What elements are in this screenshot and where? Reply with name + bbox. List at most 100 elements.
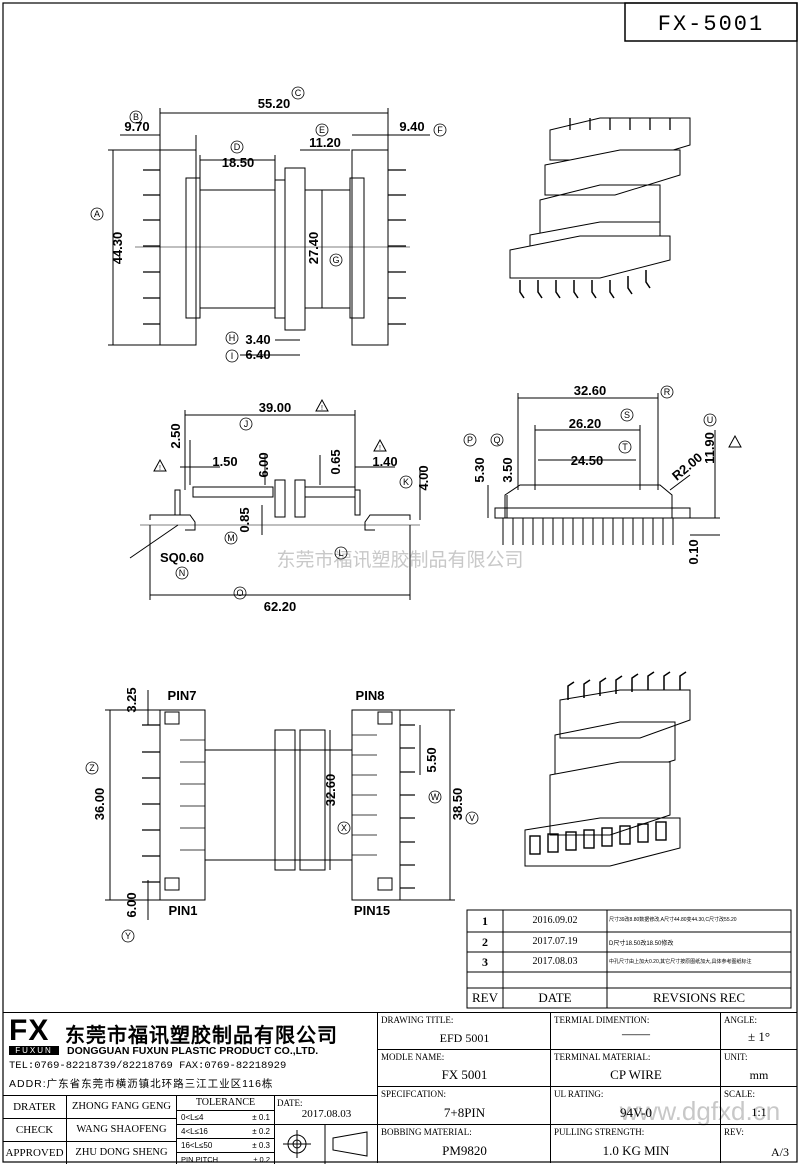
tolerance-label: TOLERANCE	[177, 1096, 274, 1111]
label-R: R	[664, 387, 671, 397]
dim-side-top-left: 2.50	[168, 423, 183, 448]
label-F: F	[437, 125, 443, 135]
model-label: MODLE NAME:	[381, 1052, 445, 1062]
warning-triangles: ! ! !	[153, 398, 742, 472]
pin8-label: PIN8	[356, 688, 385, 703]
dim-I: 6.40	[245, 347, 270, 362]
label-G: G	[332, 255, 339, 265]
dim-F: 9.40	[399, 119, 424, 134]
dim-P: 5.30	[472, 457, 487, 482]
terminal-dim-label: TERMIAL DIMENTION:	[554, 1015, 650, 1025]
revision-row-1: 1 2016.09.02 尺寸39改8.80数据修改,A尺寸44.80变44.3…	[467, 910, 791, 932]
label-Z: Z	[89, 763, 95, 773]
tolerance-table: TOLERANCE 0<L≤4 ± 0.1 4<L≤16 ± 0.2 16<L≤…	[177, 1096, 275, 1164]
dim-Z: 36.00	[92, 788, 107, 821]
label-L: L	[338, 548, 343, 558]
unit-value: mm	[749, 1068, 769, 1082]
dim-C: 55.20	[258, 96, 291, 111]
dim-tol: 0.10	[686, 539, 701, 564]
tol-range: 0<L≤4	[181, 1113, 204, 1122]
date-block: DATE: 2017.08.03	[275, 1096, 378, 1164]
dim-W: 5.50	[424, 747, 439, 772]
drater-label: DRATER	[3, 1096, 66, 1119]
rev-header-date: DATE	[538, 990, 572, 1005]
rev-label: REV:	[724, 1127, 744, 1137]
warning-mark-3: !	[159, 465, 161, 472]
label-N: N	[179, 568, 186, 578]
company-logo: FX FUXUN	[9, 1014, 61, 1057]
dim-G: 27.40	[306, 232, 321, 265]
label-P: P	[467, 435, 473, 445]
rev-desc: D尺寸18.50改18.50修改	[609, 941, 674, 947]
warning-mark-1: !	[321, 405, 323, 412]
label-B: B	[133, 112, 139, 122]
rev-date: 2017.07.19	[532, 936, 578, 947]
balloon-labels-side: J K L M N O	[175, 417, 413, 600]
dim-Q: 3.50	[500, 457, 515, 482]
rev-desc: 中孔尺寸由上加大0.20,其它尺寸按原图纸加大,具体参考图纸标注	[609, 959, 752, 965]
label-T: T	[622, 442, 628, 452]
tol-range: PIN PITCH	[181, 1155, 219, 1164]
balloon-labels-bottom: Z X W V Y	[85, 761, 479, 943]
rev-number: 3	[482, 955, 488, 969]
dim-M: 0.85	[237, 507, 252, 532]
dim-side-right-gap: 1.40	[372, 454, 397, 469]
tol-range: 4<L≤16	[181, 1127, 208, 1136]
dim-Y: 6.00	[124, 892, 139, 917]
warning-mark-2: !	[379, 445, 381, 452]
label-M: M	[227, 533, 235, 543]
label-C: C	[295, 88, 302, 98]
logo-sub: FUXUN	[9, 1046, 59, 1055]
revision-row-2: 2 2017.07.19 D尺寸18.50改18.50修改	[467, 932, 791, 952]
approved-name: ZHU DONG SHENG	[75, 1147, 168, 1158]
logo-text: FX	[9, 1014, 50, 1047]
rev-desc: 尺寸39改8.80数据修改,A尺寸44.80变44.30,C尺寸改55.20	[609, 917, 737, 923]
ul-label: UL RATING:	[554, 1089, 604, 1099]
pin1-label: PIN1	[169, 903, 198, 918]
part-number: FX-5001	[658, 12, 764, 37]
terminal-dim: ——	[622, 1027, 650, 1042]
tol-val: ± 0.1	[252, 1113, 270, 1122]
label-J: J	[244, 419, 249, 429]
top-view	[108, 108, 430, 356]
rev-value: A/3	[771, 1145, 789, 1159]
tolerance-row: PIN PITCH ± 0.2	[177, 1153, 274, 1166]
tol-range: 16<L≤50	[181, 1141, 213, 1150]
pulling-strength: 1.0 KG MIN	[602, 1143, 670, 1158]
dim-side-left-gap: 1.50	[212, 454, 237, 469]
angle-value: ± 1°	[747, 1029, 771, 1044]
drawing-title: EFD 5001	[439, 1031, 490, 1045]
dim-D: 18.50	[222, 155, 255, 170]
ul-value: 94V-0	[619, 1105, 653, 1120]
check-label: CHECK	[3, 1119, 66, 1142]
angle-label: ANGLE:	[724, 1015, 757, 1025]
pulling-strength-label: PULLING STRENGTH:	[554, 1127, 645, 1137]
drawing-title-label: DRAWING TITLE:	[381, 1015, 454, 1025]
projection-symbol-icon	[283, 1124, 368, 1164]
label-U: U	[707, 415, 714, 425]
tol-val: ± 0.2	[253, 1155, 270, 1164]
rev-date: 2017.08.03	[532, 956, 578, 967]
spec-value: 7+8PIN	[443, 1105, 486, 1120]
dim-radius: R2.00	[669, 450, 705, 484]
check-name: WANG SHAOFENG	[67, 1119, 176, 1142]
label-H: H	[229, 333, 236, 343]
watermark-url: www.dgfxd.cn	[619, 1096, 780, 1126]
label-I: I	[231, 351, 234, 361]
spec-grid: DRAWING TITLE: EFD 5001 TERMIAL DIMENTIO…	[378, 1013, 797, 1163]
dim-N: SQ0.60	[160, 550, 204, 565]
label-X: X	[341, 823, 347, 833]
dim-side-mid: 0.65	[328, 449, 343, 474]
watermark-text: 东莞市福讯塑胶制品有限公司	[276, 549, 523, 571]
approval-block: DRATER CHECK APPROVED ZHONG FANG GENG WA…	[3, 1095, 378, 1164]
label-Y: Y	[125, 931, 131, 941]
dim-B: 9.70	[124, 119, 149, 134]
tolerance-row: 16<L≤50 ± 0.3	[177, 1139, 274, 1153]
company-name-en: DONGGUAN FUXUN PLASTIC PRODUCT CO.,LTD.	[67, 1045, 319, 1057]
approved-label: APPROVED	[5, 1147, 64, 1159]
dim-O: 62.20	[264, 599, 297, 614]
company-tel: TEL:0769-82218739/82218769 FAX:0769-8221…	[9, 1060, 287, 1072]
dim-E: 11.20	[309, 135, 341, 150]
